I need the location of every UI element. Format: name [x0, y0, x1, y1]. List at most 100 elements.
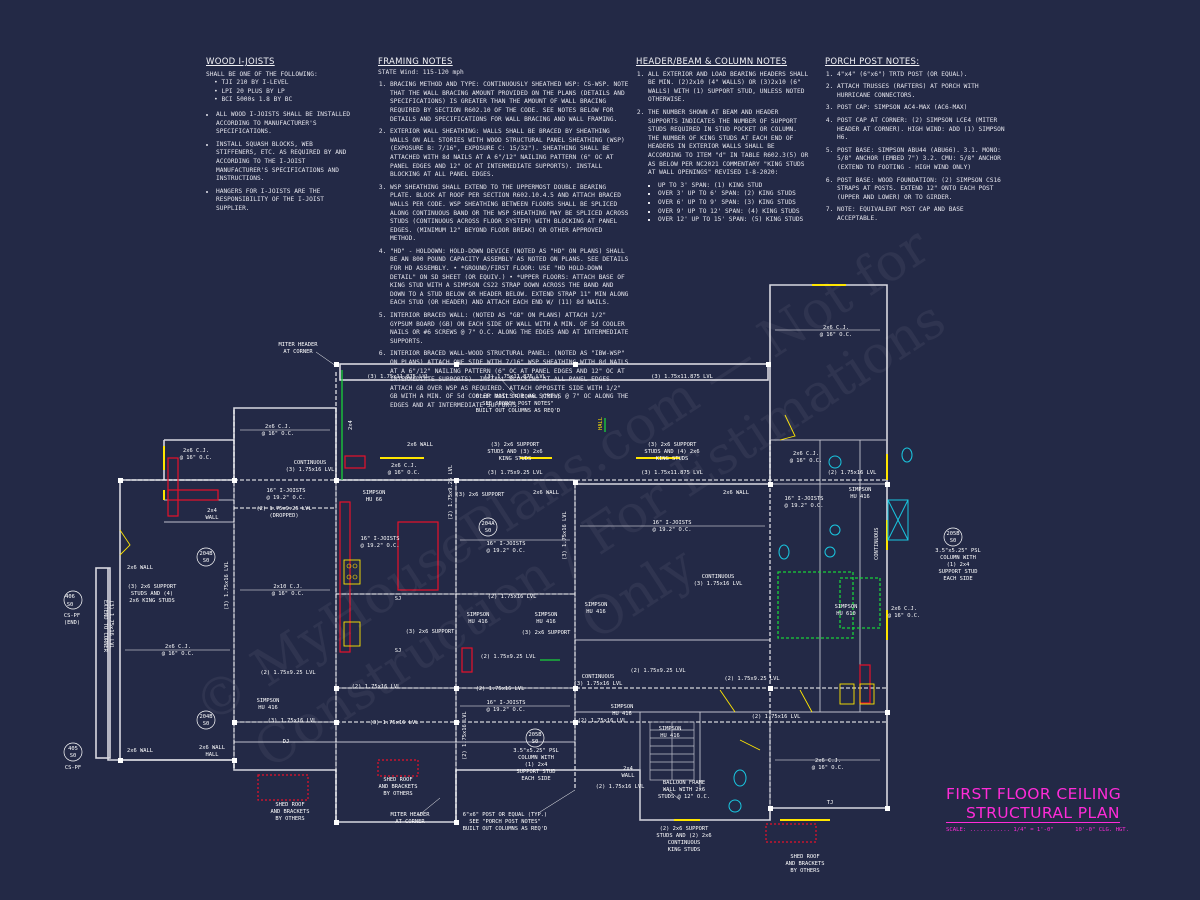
shed-roof-label: BY OTHERS	[383, 791, 412, 797]
support-label: (3) 2x6 SUPPORT	[491, 442, 540, 448]
wood-ijoist-title: WOOD I-JOISTS	[206, 57, 275, 67]
joist-label: @ 19.2" O.C.	[487, 548, 526, 554]
door-swing	[119, 529, 131, 556]
callout-bubble	[196, 710, 216, 730]
header-title: HEADER/BEAM & COLUMN NOTES	[636, 57, 788, 67]
joist-label: @ 16" O.C.	[162, 651, 194, 657]
post	[885, 710, 890, 715]
porch-items: 4"x4" (6"x6") TRTD POST (OR EQUAL). ATTA…	[825, 71, 1005, 224]
framing-note: EXTERIOR WALL SHEATHING: WALLS SHALL BE …	[390, 128, 630, 180]
callout-tag: S0	[532, 739, 539, 745]
support-label: (2) 2x6 SUPPORT	[660, 826, 709, 832]
wall-label: WALL	[622, 773, 635, 779]
framing-subtitle: STATE Wind: 115-120 mph	[378, 68, 464, 76]
shed-roof-label: AND BRACKETS	[271, 809, 310, 815]
wall-label: 2x6 WALL	[407, 442, 433, 448]
callout-tag: 204B	[200, 714, 213, 720]
shed-roof-label: SHED ROOF	[275, 802, 304, 808]
post	[766, 362, 771, 367]
joist-label: @ 16" O.C.	[388, 470, 420, 476]
hanger-label: SIMPSON	[257, 698, 280, 704]
joist-label: @ 16" O.C.	[262, 431, 294, 437]
support-label: KING STUDS	[499, 456, 531, 462]
callout-bubble	[525, 728, 545, 748]
porch-note: POST BASE: SIMPSON ABU44 (ABU66). 3.1. M…	[837, 147, 1005, 173]
doors	[119, 414, 813, 751]
post	[573, 480, 578, 485]
callout-tag: 204B	[200, 551, 213, 557]
wall-label: 2x4	[207, 508, 217, 514]
support-label: (3) 2x6 SUPPORT	[128, 584, 177, 590]
beam-label: (3) 1.75x16 LVL	[268, 718, 317, 724]
post	[232, 720, 237, 725]
drawing-scale: SCALE: ............ 1/4" = 1'-0"	[946, 827, 1054, 833]
framing-note: WSP SHEATHING SHALL EXTEND TO THE UPPERM…	[390, 184, 630, 244]
beam-label: (3) 1.75x16 LVL	[370, 720, 419, 726]
drawing-title-line2: STRUCTURAL PLAN	[946, 804, 1120, 823]
post	[573, 686, 578, 691]
leader	[417, 797, 441, 817]
balloon-label: STUDS @ 12" O.C.	[658, 794, 710, 800]
joist-label: 2x10 C.J.	[273, 584, 302, 590]
red-stud-pocket	[167, 489, 219, 501]
post	[232, 478, 237, 483]
callout-tag: CS-PF	[65, 765, 81, 771]
porch-note: POST CAP AT CORNER: (2) SIMPSON LCE4 (MI…	[837, 117, 1005, 143]
psl-label: SUPPORT STUD	[517, 769, 556, 775]
post	[885, 482, 890, 487]
post	[454, 362, 459, 367]
door-swing	[719, 689, 736, 713]
joist-label: 2x6 C.J.	[823, 325, 849, 331]
beam-label: (2) 1.75x9.25 LVL	[480, 654, 535, 660]
range-appliance	[343, 559, 361, 585]
red-stud-pocket	[167, 457, 179, 517]
beam-label: (2) 1.75x9.25 LVL	[630, 668, 685, 674]
joist-arrows	[125, 329, 880, 761]
wall-label: 2x6 WALL	[723, 490, 749, 496]
framing-items: BRACING METHOD AND TYPE: CONTINUOUSLY SH…	[378, 81, 630, 410]
callout-bubble	[943, 527, 963, 547]
post	[118, 478, 123, 483]
beam-label: CONTINUOUS	[582, 674, 614, 680]
range-burner	[352, 563, 358, 569]
post	[334, 362, 339, 367]
fixtures	[728, 447, 913, 813]
callout-tag: S0	[203, 558, 210, 564]
range-burner	[352, 574, 358, 580]
vertical-beam-label: (2) 1.75x9.25 LVL	[448, 465, 454, 520]
support-label: STUDS AND (4)	[131, 591, 173, 597]
psl-label: EACH SIDE	[943, 576, 972, 582]
garage-beam-label: EXTEND TO CORNER	[102, 600, 108, 653]
support-label: (3) 2x6 SUPPORT	[522, 630, 571, 636]
callout-tag: S0	[203, 721, 210, 727]
leader	[499, 377, 519, 399]
post-note: BUILT OUT COLUMNS AS REQ'D	[463, 826, 547, 832]
joist-label: (DROPPED)	[269, 513, 298, 519]
post	[232, 758, 237, 763]
toilet-fixture	[901, 447, 913, 463]
framing-notes: FRAMING NOTES STATE Wind: 115-120 mph BR…	[378, 58, 630, 415]
support-label: STUDS AND (3) 2x6	[487, 449, 542, 455]
windows	[163, 284, 888, 821]
toilet-fixture	[778, 544, 790, 560]
miter-header-label: MITER HEADER	[279, 342, 319, 348]
balloon-label: BALLOON FRAME	[663, 780, 705, 786]
post	[454, 478, 459, 483]
callout-bubble	[196, 547, 216, 567]
garage-left-wall	[107, 568, 234, 761]
shed-roof-label: BY OTHERS	[790, 868, 819, 874]
beam-label: (3) 1.75x11.875 LVL	[651, 374, 713, 380]
joist-label: @ 19.2" O.C.	[361, 543, 400, 549]
psl-label: SUPPORT STUD	[939, 569, 978, 575]
red-stud-pocket	[461, 647, 473, 673]
post	[118, 758, 123, 763]
header-beam-notes: HEADER/BEAM & COLUMN NOTES ALL EXTERIOR …	[636, 58, 811, 225]
range-burner	[346, 574, 352, 580]
joist-label: 16" I-JOISTS	[361, 536, 400, 542]
wall-label: 2x6 WALL	[199, 745, 225, 751]
callout-tag: S0	[67, 602, 74, 608]
callout-tag: S0	[70, 753, 77, 759]
hanger-label: HU 416	[850, 494, 869, 500]
beam-label: (2) 1.75x16 LVL	[596, 784, 645, 790]
joist-label: @ 16" O.C.	[180, 455, 212, 461]
